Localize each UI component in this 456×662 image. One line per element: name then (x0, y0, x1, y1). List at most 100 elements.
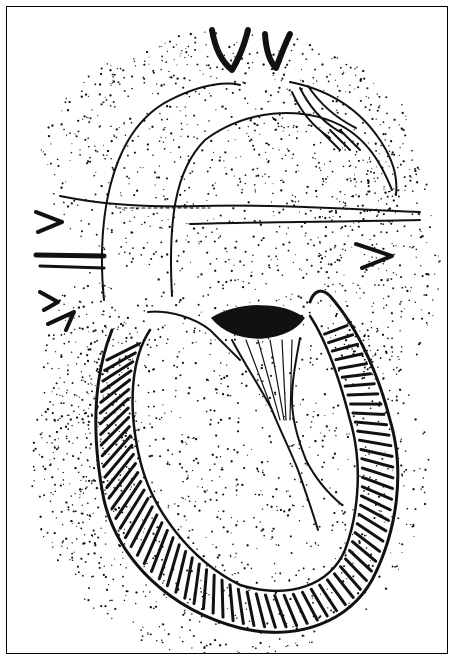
stipple-dot (97, 506, 99, 508)
stipple-dot (185, 106, 186, 107)
stipple-dot (126, 466, 128, 468)
stipple-dot (137, 332, 138, 333)
stipple-dot (411, 150, 413, 152)
stipple-dot (315, 190, 317, 192)
stipple-dot (64, 295, 66, 297)
stipple-dot (328, 80, 330, 82)
stipple-dot (350, 67, 352, 69)
stipple-dot (261, 530, 263, 532)
stipple-dot (313, 631, 315, 633)
stipple-dot (287, 148, 288, 149)
stipple-dot (227, 448, 229, 450)
stipple-dot (102, 481, 104, 483)
trabecula-line (345, 384, 374, 386)
stipple-dot (318, 53, 320, 55)
stipple-dot (53, 458, 55, 460)
stipple-dot (213, 410, 215, 412)
stipple-dot (87, 424, 89, 426)
stipple-dot (369, 367, 371, 369)
stipple-dot (218, 447, 219, 448)
stipple-dot (62, 395, 63, 396)
stipple-dot (282, 117, 283, 118)
stipple-dot (156, 601, 157, 602)
stipple-dot (137, 384, 139, 386)
stipple-dot (122, 209, 123, 210)
stipple-dot (61, 546, 62, 547)
stipple-dot (347, 436, 349, 438)
stipple-dot (100, 73, 102, 75)
stipple-dot (239, 127, 241, 129)
stipple-dot (272, 528, 274, 530)
stipple-dot (182, 362, 184, 364)
stipple-dot (309, 642, 310, 643)
stipple-dot (387, 196, 389, 198)
stipple-dot (166, 198, 168, 200)
stipple-dot (125, 323, 126, 324)
stipple-dot (336, 521, 338, 523)
stipple-dot (227, 587, 228, 588)
stipple-dot (220, 383, 221, 384)
stipple-dot (41, 415, 42, 416)
stipple-dot (370, 171, 372, 173)
stipple-dot (302, 435, 304, 437)
stipple-dot (400, 276, 402, 278)
stipple-dot (204, 490, 206, 492)
stipple-dot (62, 542, 64, 544)
stipple-dot (186, 569, 188, 571)
stipple-dot (196, 138, 198, 140)
stipple-dot (379, 105, 380, 106)
stipple-dot (314, 69, 316, 71)
stipple-dot (154, 171, 156, 173)
stipple-dot (93, 398, 95, 400)
stipple-dot (193, 227, 195, 229)
stipple-dot (82, 543, 84, 545)
stipple-dot (107, 613, 109, 615)
stipple-dot (411, 235, 412, 236)
stipple-dot (329, 430, 330, 431)
stipple-dot (298, 200, 300, 202)
stipple-dot (244, 210, 246, 212)
stipple-dot (280, 138, 282, 140)
stipple-dot (265, 283, 267, 285)
stipple-dot (82, 476, 84, 478)
stipple-dot (57, 165, 59, 167)
stipple-dot (262, 396, 263, 397)
stipple-dot (143, 591, 144, 592)
stipple-dot (110, 65, 111, 66)
stipple-dot (131, 75, 133, 77)
stipple-dot (308, 578, 310, 580)
stipple-dot (356, 151, 358, 153)
stipple-dot (57, 469, 58, 470)
stipple-dot (163, 574, 165, 576)
stipple-dot (118, 342, 119, 343)
stipple-dot (419, 214, 420, 215)
stipple-dot (219, 235, 221, 237)
stipple-dot (392, 287, 394, 289)
stipple-dot (173, 46, 175, 48)
stipple-dot (308, 124, 310, 126)
stipple-dot (289, 508, 291, 510)
stipple-dot (245, 370, 247, 372)
stipple-dot (72, 542, 73, 543)
stipple-dot (209, 354, 210, 355)
stipple-dot (135, 591, 137, 593)
stipple-dot (211, 531, 213, 533)
stipple-dot (418, 343, 420, 345)
stipple-dot (279, 638, 281, 640)
stipple-dot (282, 275, 284, 277)
stipple-dot (71, 152, 73, 154)
stipple-dot (241, 192, 243, 194)
trabecula-line (336, 354, 362, 360)
stipple-dot (377, 366, 378, 367)
stipple-dot (391, 346, 393, 348)
stipple-dot (131, 88, 133, 90)
stipple-dot (209, 423, 211, 425)
stipple-dot (255, 191, 256, 192)
stipple-dot (163, 141, 164, 142)
stipple-dot (307, 243, 309, 245)
stipple-dot (126, 242, 127, 243)
stipple-dot (257, 168, 259, 170)
stipple-dot (350, 180, 352, 182)
stipple-dot (383, 188, 384, 189)
stipple-dot (319, 216, 321, 218)
